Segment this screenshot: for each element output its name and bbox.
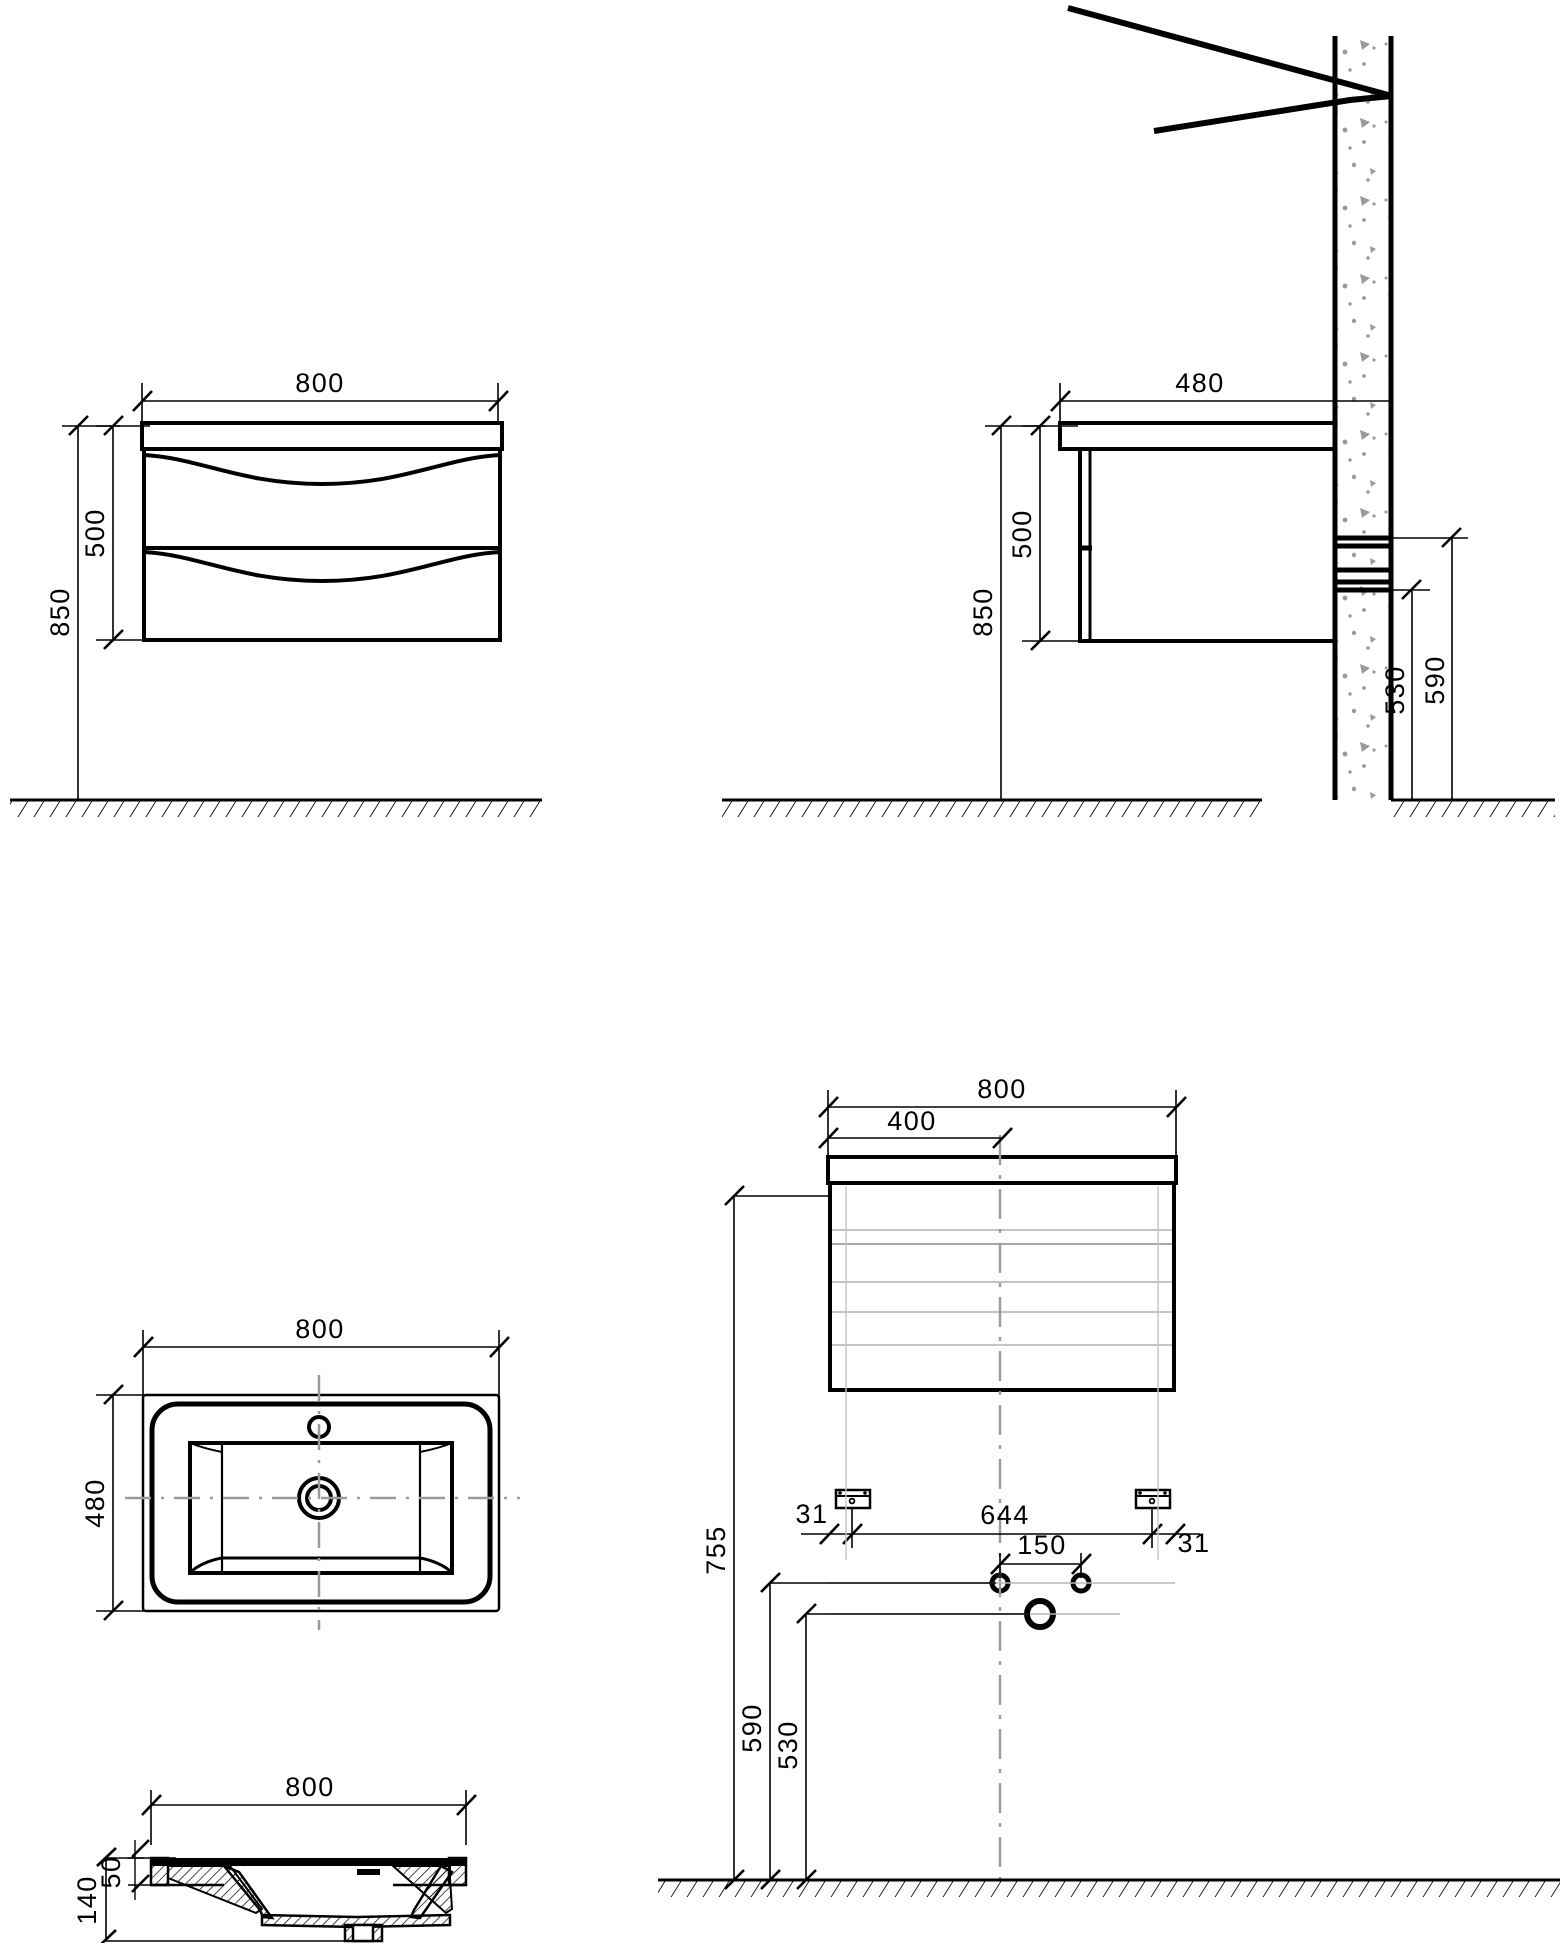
dim-bracket-590: 590 [1391,527,1468,800]
dim-section-width: 800 [141,1772,477,1845]
floor-hatching-right-a [722,801,1262,817]
side-countertop-slab [1058,421,1337,451]
cabinet-box [142,447,502,642]
drawer-upper-wave [143,453,501,487]
floor-hatching-left [10,801,542,817]
dim-label-side-mounting-height: 850 [968,587,998,637]
dim-plan-width: 800 [133,1314,510,1400]
view-basin-plan: 800 480 [80,1314,520,1630]
dim-label-front-width: 800 [295,368,345,398]
dim-plan-depth: 480 [80,1384,150,1621]
dim-side-depth: 480 [1050,368,1392,425]
dim-front-width: 800 [132,368,509,425]
bowl-wall-section-right [409,1864,454,1920]
rear-cabinet-box [828,1181,1176,1392]
floor-hatching-rear [658,1881,1560,1897]
view-front-elevation: 800 500 850 [10,368,542,817]
dim-label-plan-width: 800 [295,1314,345,1344]
basin-rim-top [151,1858,466,1866]
dim-front-mounting-height: 850 [45,415,120,800]
dim-rear-bracket-span: 644 [842,1500,1163,1548]
dim-label-rear-edge-right: 31 [1177,1528,1210,1558]
dim-label-rear-tap-spacing: 150 [1017,1530,1067,1560]
dim-rear-width: 800 [818,1074,1187,1162]
dim-label-rear-width: 800 [977,1074,1027,1104]
dim-label-rear-bracket-span: 644 [980,1500,1030,1530]
dim-label-bracket-530: 530 [1380,665,1410,715]
bracket-right-top [1135,1489,1171,1497]
dim-label-side-depth: 480 [1175,368,1225,398]
wall-section [1067,5,1394,800]
drain-bore [351,1923,375,1943]
dim-rear-edge-right: 31 [1152,1523,1210,1558]
dim-label-rear-height-530: 530 [773,1720,803,1770]
overflow-slot [357,1869,380,1875]
dim-side-mounting-height: 850 [968,415,1046,800]
dim-rear-edge-left: 31 [795,1499,852,1545]
drawer-lower-wave [143,550,501,584]
wall-break-symbol [1067,5,1393,134]
bracket-left-screw-a [838,1491,842,1495]
dim-label-section-depth: 140 [72,1875,102,1925]
rear-bracket-right [1134,1488,1172,1510]
view-side-section: 480 500 850 590 [722,5,1555,817]
bowl-corner-tl [189,1442,223,1453]
view-basin-section: 800 [72,1772,477,1943]
dim-label-front-mounting-height: 850 [45,587,75,637]
wall-mounting-brackets [1335,535,1391,593]
basin-rim-block-left [149,1856,170,1887]
bracket-right-screw-a [1138,1491,1142,1495]
bowl-upper-left-hatch [167,1865,264,1915]
view-cabinet-rear: 800 400 644 31 31 [658,1074,1560,1897]
basin-bowl [188,1441,454,1575]
floor-hatching-right-b [1391,801,1555,817]
dim-front-cabinet-height: 500 [80,415,150,650]
bracket-left-top [835,1489,871,1497]
bowl-corner-tr [419,1442,453,1453]
dim-label-side-cabinet-height: 500 [1007,509,1037,559]
cabinet-front-body [140,421,504,642]
bowl-bottom-section [260,1913,452,1929]
dim-label-rear-height-755: 755 [701,1525,731,1575]
floor-line-right [722,798,1555,817]
dim-label-rear-height-590: 590 [737,1703,767,1753]
dim-rear-half-width: 400 [818,1106,1013,1149]
floor-line-left [10,798,542,817]
dim-label-rear-half-width: 400 [887,1106,937,1136]
dim-rear-height-755: 755 [701,1185,832,1890]
wall-fill [1335,36,1391,800]
dim-section-depth: 140 [72,1847,350,1943]
rear-bracket-left [834,1488,872,1510]
dim-rear-tap-spacing: 150 [990,1530,1092,1578]
dim-label-rear-edge-left: 31 [795,1499,828,1529]
bracket-right-hole [1148,1497,1156,1505]
bracket-right-screw-b [1163,1491,1167,1495]
dim-bracket-530: 530 [1380,579,1430,800]
bowl-corner-bl [188,1556,223,1575]
bracket-left-screw-b [863,1491,867,1495]
dim-label-bracket-590: 590 [1420,655,1450,705]
dim-side-cabinet-height: 500 [1007,415,1078,651]
dim-label-plan-depth: 480 [80,1478,110,1528]
dim-label-section-width: 800 [285,1772,335,1802]
basin-outer-rect [141,1393,501,1613]
basin-profile [149,1856,468,1943]
bowl-corner-br [419,1556,454,1575]
basin-rim [149,1401,493,1605]
dim-label-front-cabinet-height: 500 [80,508,110,558]
floor-line-rear [658,1878,1560,1897]
bracket-left-hole [848,1497,856,1505]
